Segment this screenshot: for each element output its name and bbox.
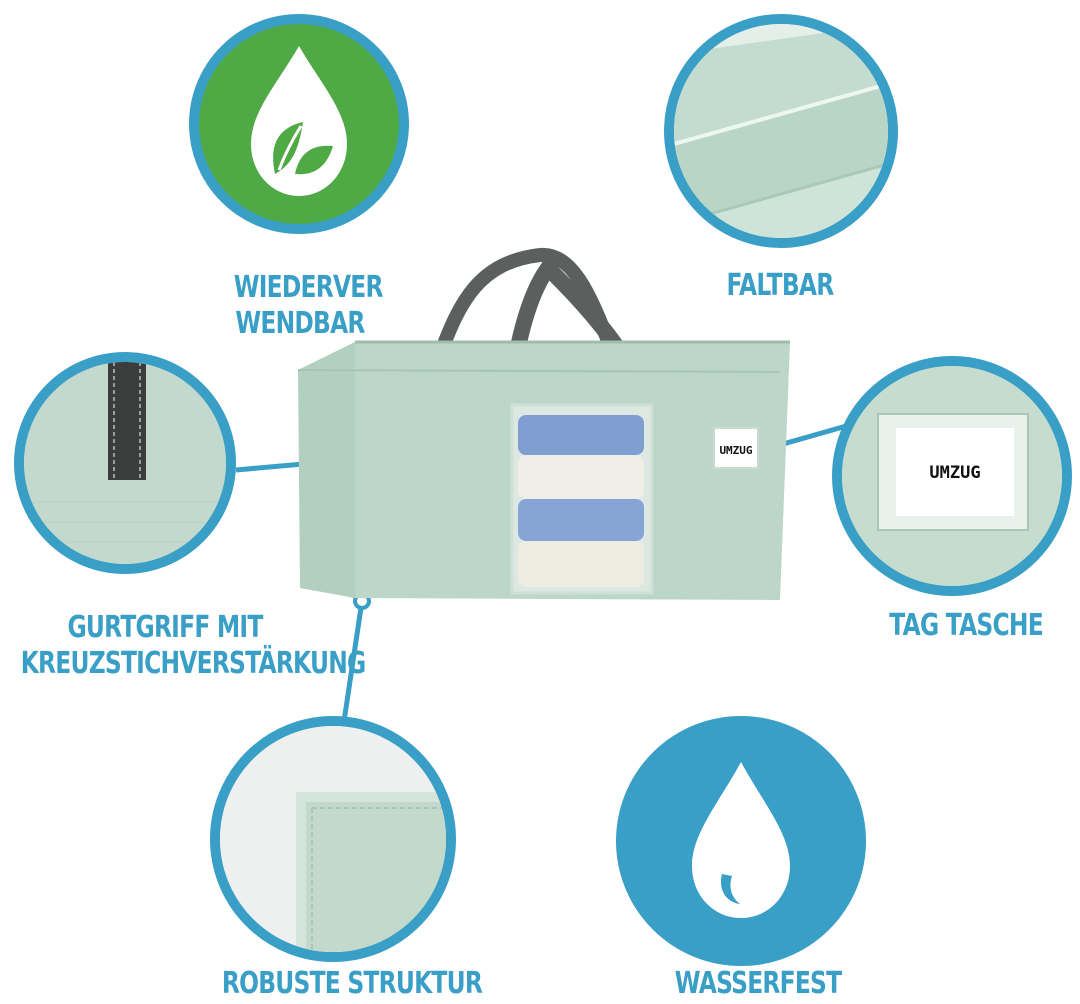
reusable-badge [189, 14, 409, 234]
tag-pocket-badge: UMZUG [832, 356, 1072, 596]
sturdy-badge [210, 716, 456, 962]
connector-handle-dot [496, 437, 514, 455]
connector-tag-dot [746, 443, 764, 461]
tag-pocket-image: UMZUG [842, 366, 1062, 586]
handle-caption: GURTGRIFF MIT KREUZSTICHVERSTÄRKUNG [20, 610, 367, 682]
bag-side [298, 342, 355, 598]
foldable-caption: FALTBAR [726, 268, 835, 303]
bag-tag [713, 427, 759, 469]
reusable-caption-line2: WENDBAR [235, 306, 365, 341]
reusable-caption-line1: WIEDERVER [233, 270, 384, 305]
water-drop-icon [692, 762, 790, 918]
webbing-handle-image [24, 362, 226, 564]
bag-handle-back [433, 247, 619, 358]
corner-seam-image [220, 726, 446, 952]
sturdy-caption: ROBUSTE STRUKTUR [221, 966, 483, 1001]
bag-top [298, 342, 790, 372]
tag-pocket-label: UMZUG [929, 463, 980, 483]
handle-caption-line2: KREUZSTICHVERSTÄRKUNG [20, 646, 367, 681]
tag-pocket-caption: TAG TASCHE [889, 608, 1043, 643]
waterproof-badge [616, 716, 866, 966]
handle-badge [14, 352, 236, 574]
bag-handle-front [497, 255, 670, 441]
connector-handle [235, 443, 506, 473]
foldable-badge [664, 14, 898, 248]
bag-tag-label: UMZUG [719, 444, 752, 457]
folded-fabric-image [674, 24, 888, 238]
bag-window [510, 403, 654, 595]
leaf-drop-icon [251, 46, 347, 196]
handle-caption-line1: GURTGRIFF MIT [67, 610, 264, 645]
connector-sturdy-dot [353, 592, 371, 610]
bag-front [355, 342, 790, 600]
reusable-caption: WIEDERVER WENDBAR [233, 270, 384, 342]
waterproof-caption: WASSERFEST [674, 966, 842, 1001]
